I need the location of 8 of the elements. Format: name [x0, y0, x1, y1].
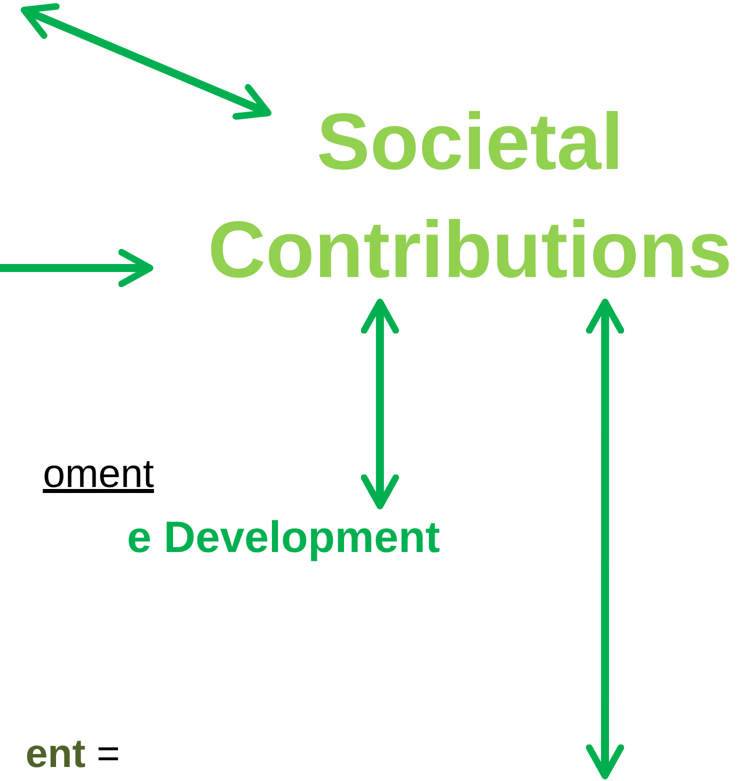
- arrow: [20, 3, 272, 120]
- arrow: [360, 298, 400, 510]
- partial-text: oment: [42, 452, 154, 497]
- node-text: e Development: [110, 510, 440, 566]
- arrow: [586, 298, 624, 780]
- node-text: Societal Contributions: [192, 88, 748, 294]
- partial-text: ent =: [26, 732, 120, 777]
- arrow: [0, 248, 154, 288]
